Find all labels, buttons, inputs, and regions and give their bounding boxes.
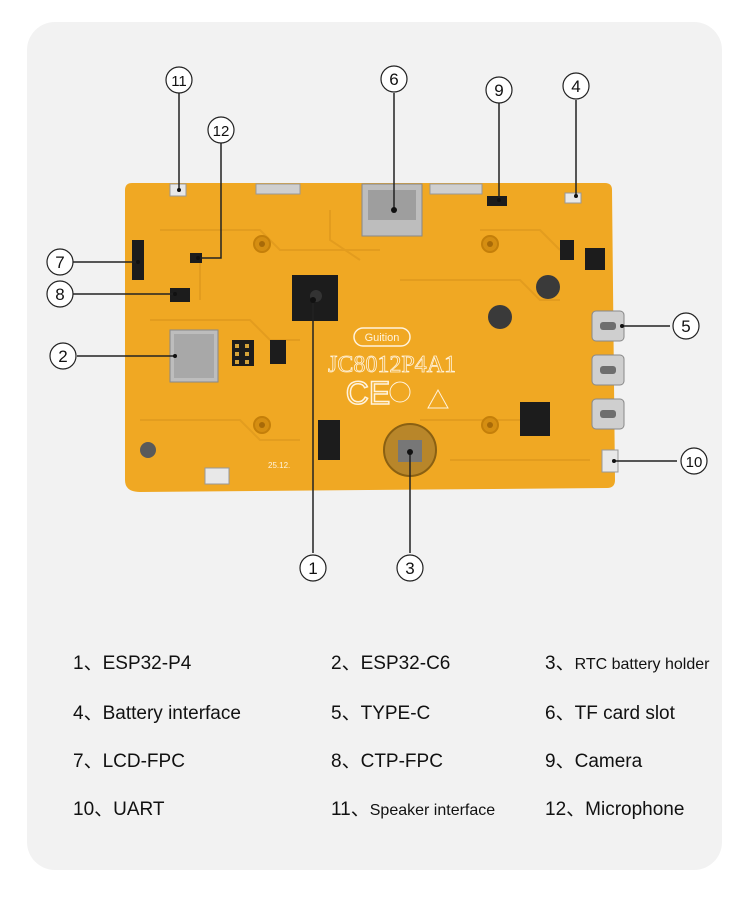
callout-marker-10: 10 [680, 447, 708, 475]
callout-number-11: 11 [171, 73, 187, 90]
callout-number-12: 12 [213, 123, 230, 140]
callout-number-8: 8 [55, 285, 64, 304]
pcb-board: Guition JC8012P4A1 CE 25.12. [125, 183, 625, 492]
callout-number-4: 4 [571, 77, 580, 96]
callout-number-2: 2 [58, 347, 67, 366]
callout-marker-7: 7 [46, 248, 74, 276]
callout-marker-12: 12 [207, 116, 235, 144]
ce-mark: CE [346, 375, 390, 411]
date-mark: 25.12. [268, 461, 290, 470]
callout-marker-2: 2 [49, 342, 77, 370]
callout-number-3: 3 [405, 559, 414, 578]
callout-number-9: 9 [494, 81, 503, 100]
callout-number-1: 1 [308, 559, 317, 578]
callout-marker-8: 8 [46, 280, 74, 308]
brand-logo: Guition [365, 332, 400, 344]
callout-number-5: 5 [681, 317, 690, 336]
callout-number-10: 10 [686, 454, 703, 471]
callout-marker-11: 11 [165, 66, 193, 94]
callout-marker-6: 6 [380, 65, 408, 93]
model-label: JC8012P4A1 [328, 352, 456, 378]
callout-marker-5: 5 [672, 312, 700, 340]
callout-marker-4: 4 [562, 72, 590, 100]
callout-marker-3: 3 [396, 554, 424, 582]
callout-marker-9: 9 [485, 76, 513, 104]
leader-lines [72, 93, 677, 553]
callout-marker-1: 1 [299, 554, 327, 582]
callout-number-6: 6 [389, 70, 398, 89]
callout-number-7: 7 [55, 253, 64, 272]
